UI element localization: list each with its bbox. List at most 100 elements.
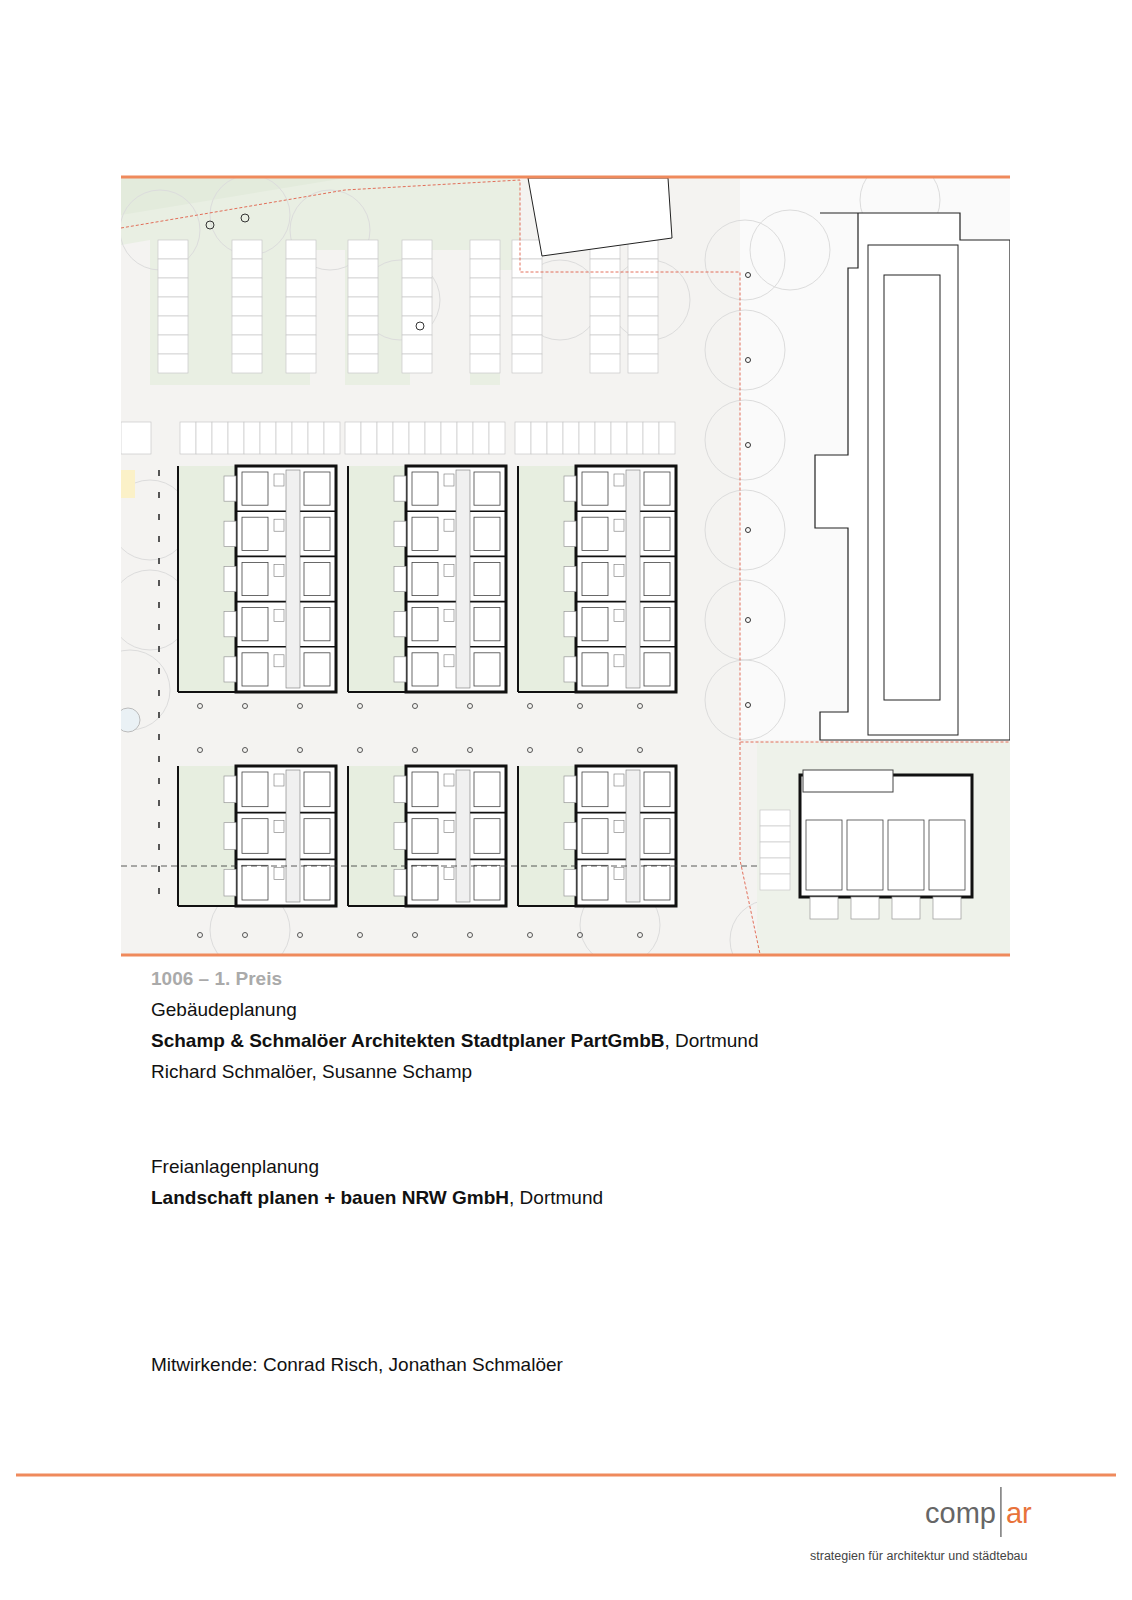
parking-stall: [348, 240, 378, 259]
courtyard: [348, 766, 508, 906]
room: [242, 562, 268, 595]
parking-stall: [470, 240, 500, 259]
parking-stall: [232, 335, 262, 354]
parking-stall: [324, 422, 340, 454]
tree-dot: [198, 933, 203, 938]
balcony: [394, 823, 406, 850]
unit-wall: [406, 765, 506, 767]
parking-stall: [512, 335, 542, 354]
room: [412, 608, 438, 641]
room: [242, 819, 268, 854]
tree-dot: [528, 933, 533, 938]
terrace: [933, 897, 961, 919]
wall: [347, 466, 349, 692]
room: [304, 608, 330, 641]
tree-dot: [578, 933, 583, 938]
room: [304, 472, 330, 505]
parking-stall: [590, 278, 620, 297]
logo-text: ar: [1006, 1495, 1032, 1531]
room: [644, 472, 670, 505]
parking-stall: [590, 297, 620, 316]
property-line: [740, 742, 760, 954]
parking-stall: [260, 422, 276, 454]
balcony: [394, 521, 406, 546]
roof-outline: [884, 275, 940, 700]
wall: [348, 905, 406, 907]
parking-stall: [232, 354, 262, 373]
room: [474, 562, 500, 595]
column: [158, 822, 160, 828]
parking-stall: [286, 316, 316, 335]
parking-stall: [158, 278, 188, 297]
bath: [444, 774, 454, 786]
section-heading: Freianlagenplanung: [151, 1155, 319, 1179]
room: [412, 472, 438, 505]
parking-stall: [158, 240, 188, 259]
parking-stall: [308, 422, 324, 454]
room: [304, 819, 330, 854]
parking-stall: [286, 259, 316, 278]
balcony: [224, 776, 236, 803]
room: [474, 772, 500, 807]
balcony: [564, 476, 576, 501]
bath: [274, 821, 284, 833]
terrace: [892, 897, 920, 919]
room: [304, 562, 330, 595]
tree-dot: [578, 704, 583, 709]
wall: [517, 466, 519, 692]
bath: [444, 655, 454, 667]
balcony: [564, 566, 576, 591]
parking-stall: [441, 422, 457, 454]
parking-stall: [393, 422, 409, 454]
parking-stall: [286, 354, 316, 373]
tree-dot: [298, 748, 303, 753]
balcony: [394, 776, 406, 803]
wall: [518, 905, 576, 907]
balcony: [394, 657, 406, 682]
parking-stall: [470, 316, 500, 335]
yellow-patch: [121, 470, 135, 498]
tree-dot: [413, 748, 418, 753]
column: [158, 470, 160, 476]
room: [644, 653, 670, 686]
tree-dot: [243, 748, 248, 753]
column: [158, 844, 160, 850]
room: [644, 819, 670, 854]
green-area: [121, 178, 520, 385]
room: [242, 772, 268, 807]
column: [158, 778, 160, 784]
tree-dot: [528, 748, 533, 753]
wall: [347, 766, 349, 906]
balcony: [224, 476, 236, 501]
tree-crown: [705, 660, 785, 740]
terrace: [810, 897, 838, 919]
courtyard: [178, 466, 338, 692]
parking-stall: [473, 422, 489, 454]
tree-dot: [198, 748, 203, 753]
parking-stall: [402, 278, 432, 297]
balcony: [224, 566, 236, 591]
courtyard: [178, 766, 338, 906]
parking-stall: [348, 354, 378, 373]
parking-stall: [512, 240, 542, 259]
tree-crown: [750, 210, 830, 290]
room: [582, 562, 608, 595]
balcony: [564, 776, 576, 803]
room: [847, 820, 883, 890]
ground: [121, 178, 1010, 954]
balcony: [394, 566, 406, 591]
parking-stall: [512, 297, 542, 316]
column: [158, 888, 160, 894]
wall: [178, 905, 236, 907]
building-outline: [236, 766, 336, 906]
parking-stall: [760, 826, 790, 842]
bath: [444, 867, 454, 879]
column: [158, 712, 160, 718]
bath: [444, 821, 454, 833]
bath: [444, 474, 454, 486]
tree-crown: [705, 310, 785, 390]
unit-wall: [236, 765, 336, 767]
balcony: [224, 823, 236, 850]
parking-stall: [643, 422, 659, 454]
tree-dot: [243, 704, 248, 709]
